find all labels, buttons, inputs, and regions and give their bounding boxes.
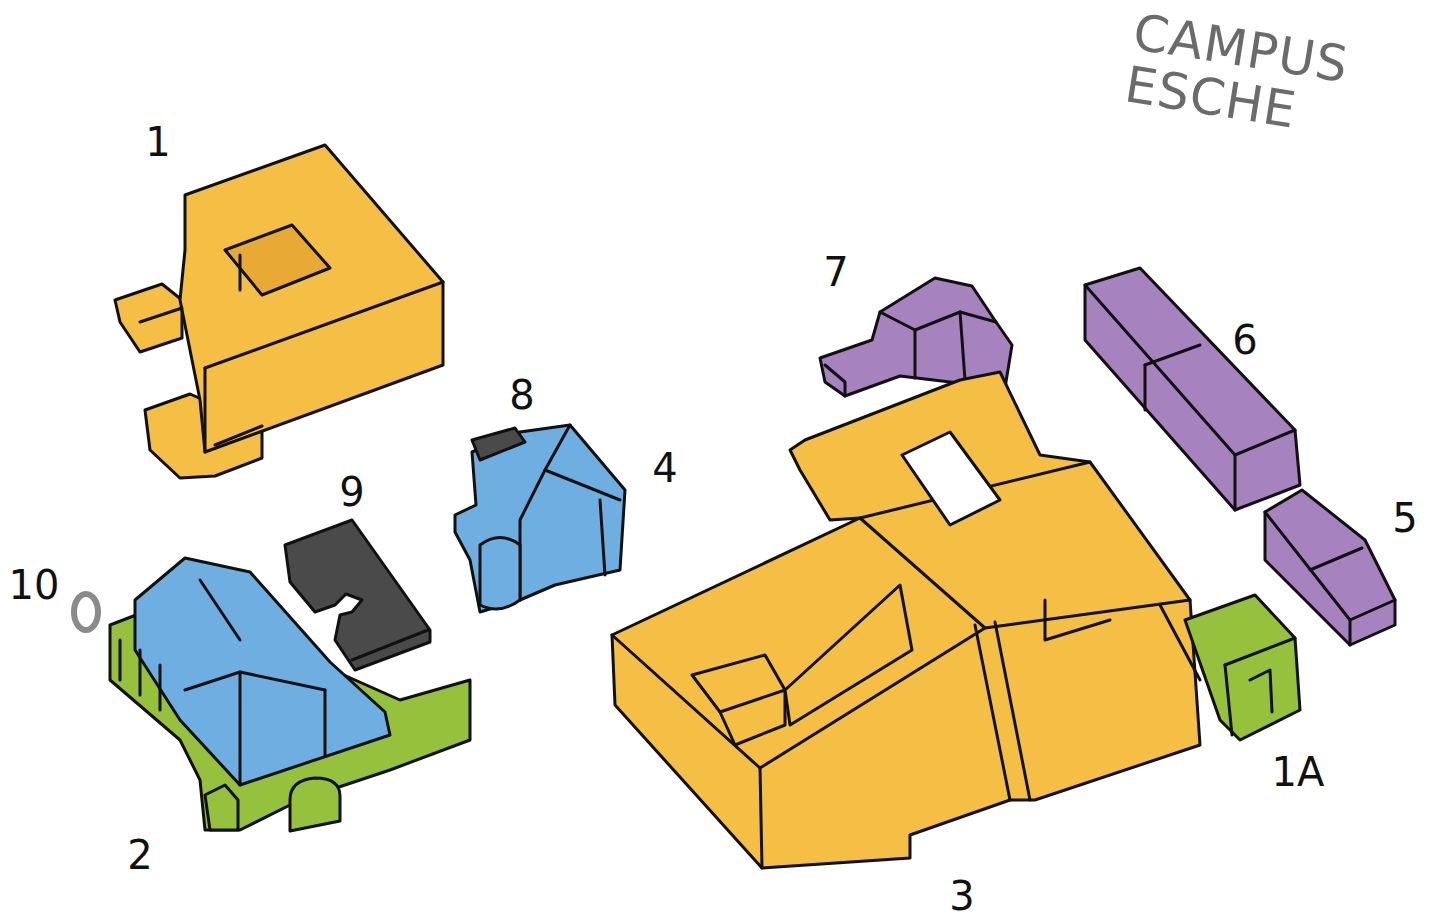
building-2: [110, 558, 470, 831]
building-number: 2: [127, 835, 152, 875]
building-4: [455, 425, 625, 612]
building-6: [1085, 268, 1300, 510]
building-number: 10: [9, 565, 60, 605]
ring-10: [74, 594, 98, 630]
building-number: 8: [509, 375, 534, 415]
building-number: 9: [339, 472, 364, 512]
building-1: [115, 145, 443, 478]
building-1a: [1185, 595, 1300, 740]
building-number: 3: [949, 876, 974, 916]
map-title: CAMPUS ESCHE: [1122, 6, 1371, 146]
building-5: [1265, 490, 1395, 645]
building-number: 1A: [1272, 752, 1325, 792]
building-number: 6: [1232, 320, 1257, 360]
building-number: 7: [823, 252, 848, 292]
building-3: [612, 372, 1200, 868]
building-number: 4: [652, 448, 677, 488]
building-number: 1: [145, 122, 170, 162]
building-number: 5: [1392, 498, 1417, 538]
